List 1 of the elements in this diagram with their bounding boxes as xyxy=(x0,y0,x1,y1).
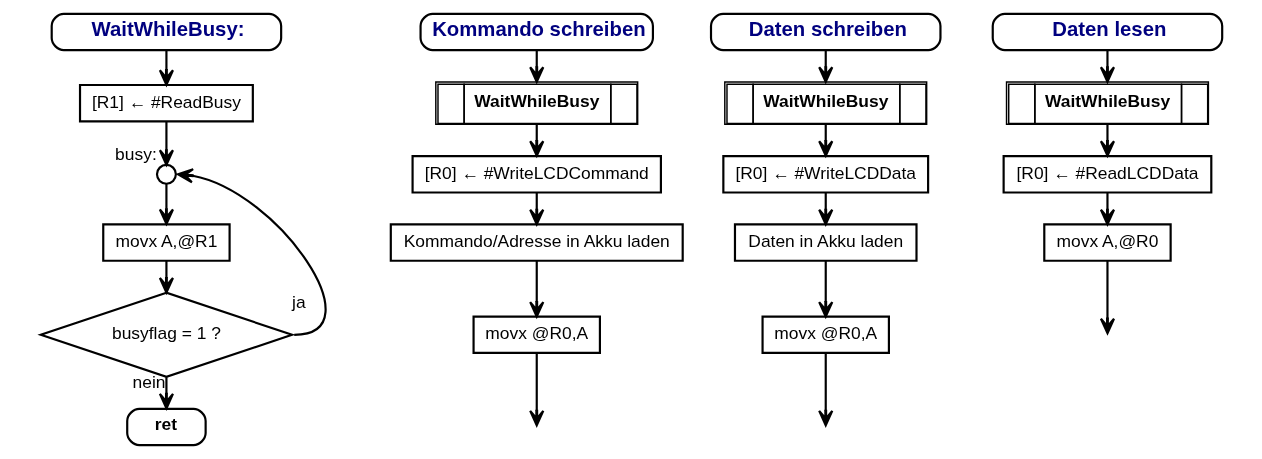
node-label: busy: xyxy=(114,143,157,164)
